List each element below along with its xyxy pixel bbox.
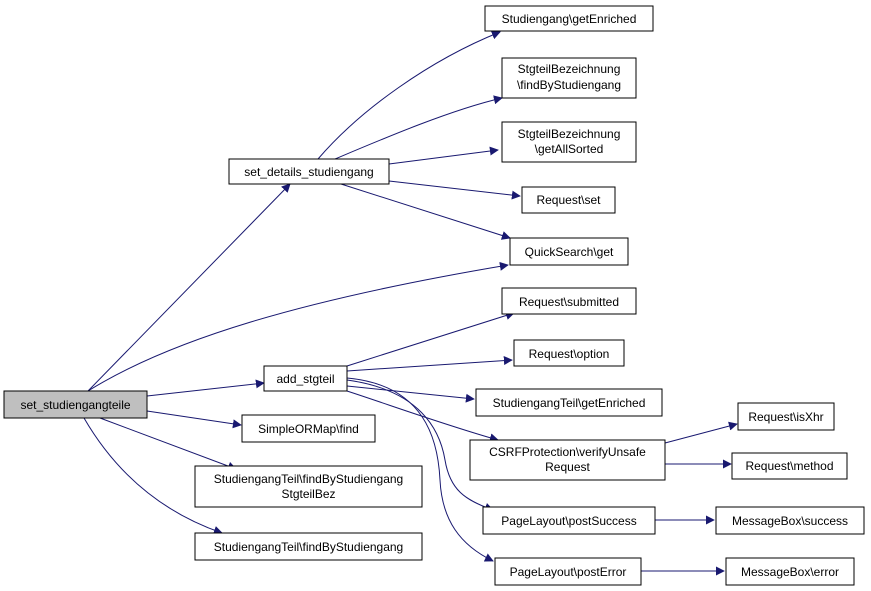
node-request-set[interactable]: Request\set <box>521 186 616 214</box>
edge-details-quicksearch-get <box>340 183 511 240</box>
node-request-method[interactable]: Request\method <box>731 452 848 480</box>
node-label: add_stgteil <box>276 372 334 386</box>
node-set-details-studiengang[interactable]: set_details_studiengang <box>228 158 390 185</box>
node-label: StudiengangTeil\findByStudiengang <box>214 540 403 554</box>
edge-add-getenriched <box>346 385 475 403</box>
edge-details-findbystudiengang <box>334 95 503 160</box>
node-label: Request\isXhr <box>748 410 823 424</box>
node-pagelayout-postsuccess[interactable]: PageLayout\postSuccess <box>482 506 656 535</box>
node-label: PageLayout\postSuccess <box>501 514 636 528</box>
node-label-line2: \getAllSorted <box>535 142 604 156</box>
node-request-option[interactable]: Request\option <box>513 339 625 367</box>
node-label-line2: \findByStudiengang <box>517 78 621 92</box>
node-stgteilbezeichnung-findbystudiengang[interactable]: StgteilBezeichnung \findByStudiengang <box>501 57 637 99</box>
edge-details-getallsorted <box>388 146 499 165</box>
node-label-line1: CSRFProtection\verifyUnsafe <box>489 445 646 459</box>
node-pagelayout-posterror[interactable]: PageLayout\postError <box>494 557 642 586</box>
edge-details-getenriched <box>317 30 501 160</box>
node-simpleormap-find[interactable]: SimpleORMap\find <box>241 414 376 443</box>
node-label: QuickSearch\get <box>525 245 614 259</box>
edges <box>83 30 738 576</box>
node-studiengangteil-getenriched[interactable]: StudiengangTeil\getEnriched <box>475 388 663 417</box>
node-set-studiengangteile[interactable]: set_studiengangteile <box>3 390 148 419</box>
edge-root-set-details <box>87 183 291 392</box>
node-csrfprotection-verifyunsaferequest[interactable]: CSRFProtection\verifyUnsafe Request <box>469 439 666 481</box>
node-studiengangteil-findbystudiengang[interactable]: StudiengangTeil\findByStudiengang <box>194 532 423 561</box>
node-label: StudiengangTeil\getEnriched <box>493 396 646 410</box>
node-quicksearch-get[interactable]: QuickSearch\get <box>509 237 629 266</box>
edge-csrf-isxhr <box>664 421 738 444</box>
edge-add-submitted <box>346 311 515 367</box>
edge-add-csrf <box>346 390 499 443</box>
node-label-line1: StudiengangTeil\findByStudiengang <box>214 472 403 486</box>
edge-root-quicksearch-get <box>87 261 509 392</box>
node-label: Request\submitted <box>519 295 619 309</box>
node-label: MessageBox\success <box>732 514 848 528</box>
edge-root-findbystudiengang <box>83 417 223 535</box>
node-label: MessageBox\error <box>741 565 839 579</box>
node-stgteilbezeichnung-getallsorted[interactable]: StgteilBezeichnung \getAllSorted <box>501 121 637 163</box>
node-label: SimpleORMap\find <box>258 422 359 436</box>
node-label-line2: Request <box>545 460 590 474</box>
edge-root-simpleormap-find <box>146 410 242 429</box>
node-messagebox-error[interactable]: MessageBox\error <box>725 557 855 586</box>
node-label: set_details_studiengang <box>244 165 373 179</box>
node-request-isxhr[interactable]: Request\isXhr <box>737 402 835 431</box>
edge-details-request-set <box>388 180 521 200</box>
node-add-stgteil[interactable]: add_stgteil <box>263 365 348 392</box>
node-messagebox-success[interactable]: MessageBox\success <box>715 506 865 535</box>
edge-add-option <box>346 356 513 372</box>
edge-root-findbystudiengang-stgteilbez <box>99 417 237 471</box>
node-label: Request\option <box>529 347 610 361</box>
edge-add-posterror <box>346 377 494 562</box>
node-label: Request\method <box>745 459 833 473</box>
edge-add-postsuccess <box>346 379 494 512</box>
node-studiengangteil-findbystudiengangstgteilbez[interactable]: StudiengangTeil\findByStudiengang Stgtei… <box>194 465 423 508</box>
node-label: Request\set <box>536 193 601 207</box>
node-label-line1: StgteilBezeichnung <box>518 127 621 141</box>
node-label-line1: StgteilBezeichnung <box>518 62 621 76</box>
node-request-submitted[interactable]: Request\submitted <box>501 287 637 315</box>
node-studiengang-getenriched[interactable]: Studiengang\getEnriched <box>484 5 654 32</box>
edge-root-add-stgteil <box>146 379 265 397</box>
node-label: set_studiengangteile <box>20 398 130 412</box>
node-label-line2: StgteilBez <box>281 487 335 501</box>
node-label: PageLayout\postError <box>510 565 627 579</box>
node-label: Studiengang\getEnriched <box>502 12 637 26</box>
